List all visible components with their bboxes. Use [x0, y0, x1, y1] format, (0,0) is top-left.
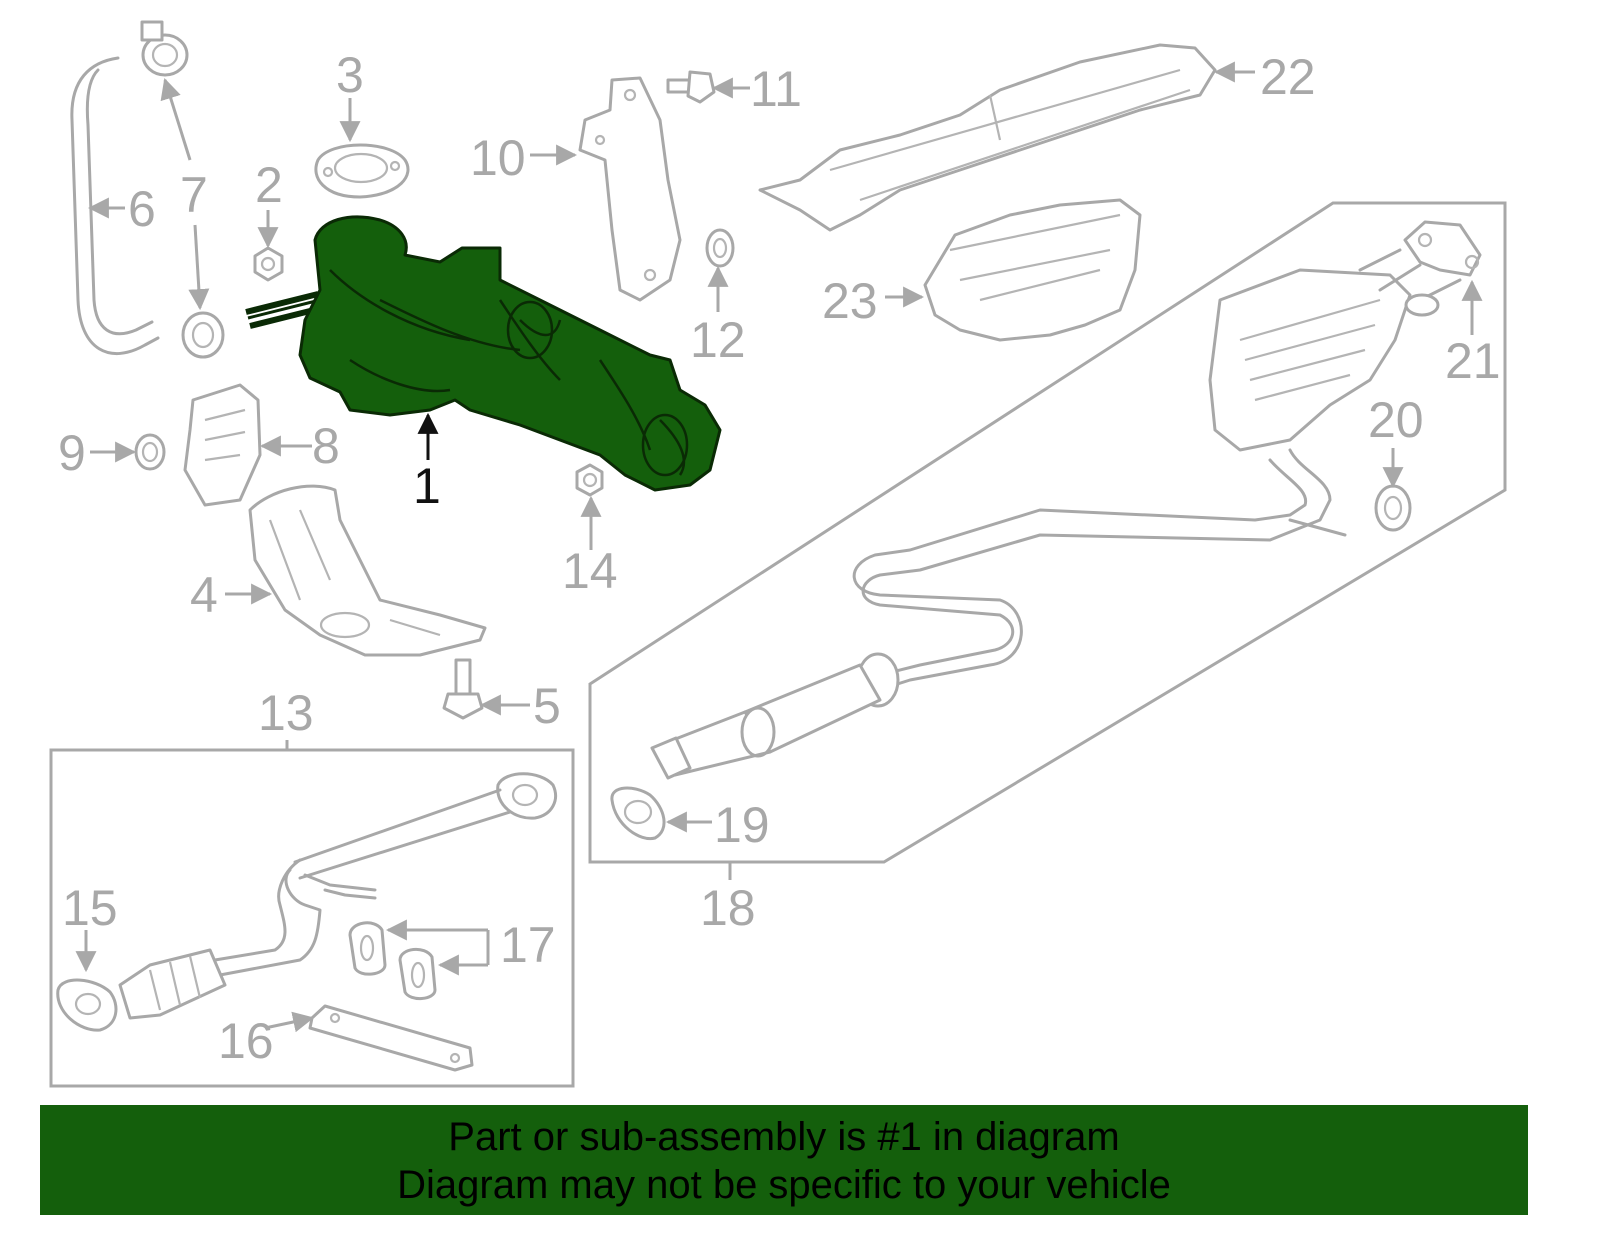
part-21-hanger-bracket — [1403, 220, 1482, 277]
callout-17: 17 — [500, 917, 556, 973]
info-banner: Part or sub-assembly is #1 in diagram Di… — [40, 1105, 1528, 1215]
callout-20: 20 — [1368, 392, 1424, 448]
callout-4: 4 — [190, 567, 218, 623]
part-12-nut — [705, 228, 735, 268]
part-9-grommet — [134, 433, 166, 471]
callout-arrows — [75, 61, 1483, 1033]
callout-2: 2 — [255, 157, 283, 213]
part-13-front-pipe — [118, 772, 558, 1020]
part-22-heat-shield — [758, 43, 1217, 232]
part-15-gasket — [56, 978, 118, 1032]
part-18-muffler-assembly — [650, 248, 1462, 780]
callout-21: 21 — [1445, 333, 1501, 389]
callout-18: 18 — [700, 880, 756, 936]
part-19-gasket — [610, 786, 666, 841]
part-14-nut — [575, 463, 604, 497]
callout-10: 10 — [470, 130, 526, 186]
callout-labels: 1 2 3 4 5 6 7 8 9 10 11 12 13 14 15 16 1… — [58, 47, 1501, 1069]
callout-22: 22 — [1260, 49, 1316, 105]
part-13-front-pipe-box — [49, 748, 575, 1088]
callout-13: 13 — [258, 685, 314, 741]
callout-1: 1 — [413, 458, 441, 514]
callout-7: 7 — [180, 167, 208, 223]
callout-14: 14 — [562, 543, 618, 599]
part-8-actuator — [183, 383, 262, 507]
part-17-hanger-lower — [398, 948, 437, 1000]
part-11-bolt — [666, 70, 716, 104]
callout-23: 23 — [822, 273, 878, 329]
part-2-nut — [253, 246, 284, 282]
part-7-clamp-top — [140, 20, 189, 77]
callout-11: 11 — [750, 61, 802, 117]
callout-3: 3 — [336, 47, 364, 103]
callout-6: 6 — [128, 181, 156, 237]
part-10-bracket — [578, 76, 682, 302]
part-23-heat-shield — [923, 198, 1142, 342]
part-6-hose — [70, 56, 160, 355]
part-20-grommet — [1374, 484, 1412, 532]
part-5-bolt — [442, 658, 484, 720]
part-16-heat-shield — [308, 1004, 474, 1072]
banner-line-1: Part or sub-assembly is #1 in diagram — [448, 1115, 1120, 1159]
callout-16: 16 — [218, 1013, 274, 1069]
callout-5: 5 — [533, 678, 561, 734]
callout-9: 9 — [58, 425, 86, 481]
part-3-gasket — [314, 143, 410, 199]
callout-15: 15 — [62, 880, 118, 936]
part-17-hanger-upper — [348, 921, 387, 976]
part-4-heat-shield — [248, 484, 487, 657]
part-7-clamp-bottom — [181, 311, 225, 359]
callout-19: 19 — [714, 797, 770, 853]
banner-line-2: Diagram may not be specific to your vehi… — [397, 1163, 1171, 1207]
part-18-muffler-assembly-box — [588, 201, 1507, 864]
callout-8: 8 — [312, 418, 340, 474]
callout-12: 12 — [690, 312, 746, 368]
part-1-highlighted-assembly — [245, 215, 722, 492]
